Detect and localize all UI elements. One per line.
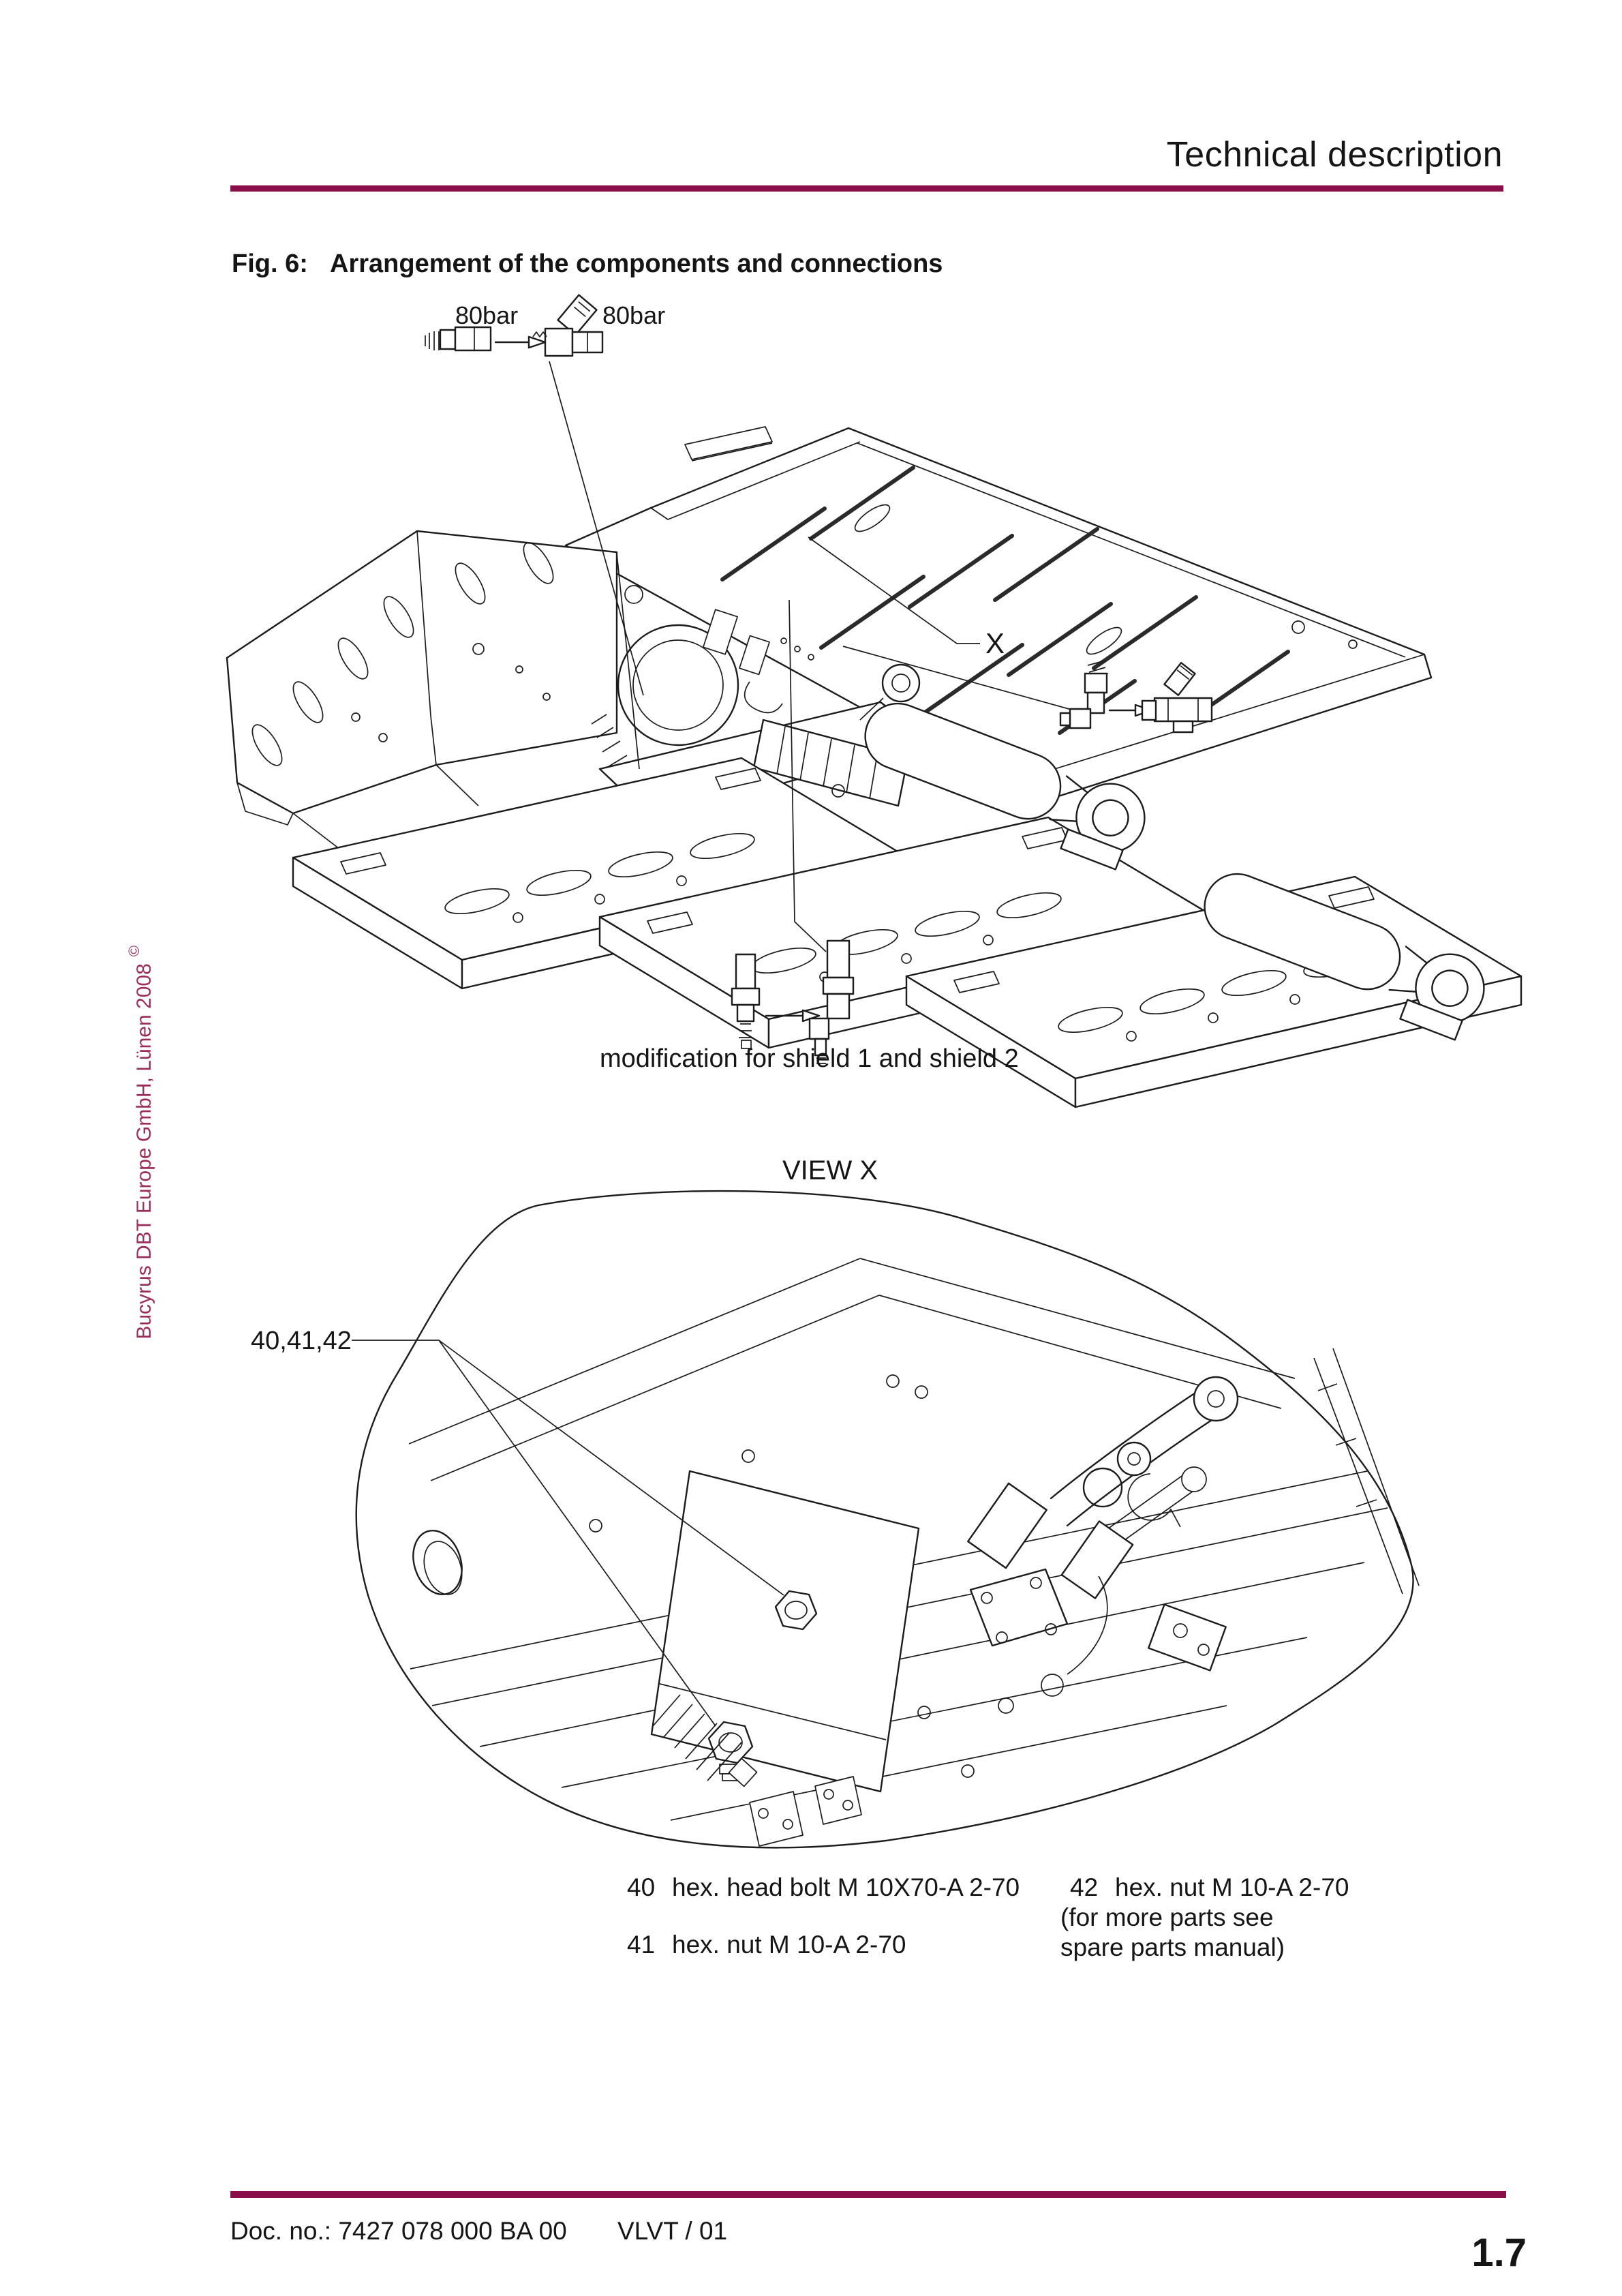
modification-note: modification for shield 1 and shield 2 [600,1044,1019,1073]
footer-doc-number: Doc. no.: 7427 078 000 BA 00 [230,2217,567,2245]
view-x-drawing [352,1190,1420,1849]
parts-note-line-1: (for more parts see [1060,1903,1274,1931]
parts-note-line-2: spare parts manual) [1060,1933,1285,1961]
fitting-elbow-bottom [808,939,855,1064]
side-plate [226,530,618,861]
part-number: 41 [627,1931,656,1959]
part-number: 42 [1070,1873,1099,1901]
main-assembly-drawing [226,294,1522,1108]
page-header-title: Technical description [1166,135,1503,175]
fitting-straight-top [425,326,492,352]
detail-marker-x: X [985,627,1005,659]
part-description: hex. head bolt M 10X70-A 2-70 [672,1873,1020,1901]
spring-coil [652,1694,758,1787]
replacement-arrow-top [494,335,547,349]
copyright-text: Bucyrus DBT Europe GmbH, Lünen 2008 [133,963,155,1340]
valve-assembly [749,1376,1239,1847]
mounting-plate [650,1470,920,1793]
header-rule [230,185,1503,192]
fitting-tee-right [1141,662,1213,734]
part-number: 40 [627,1873,656,1901]
figure-caption-text: Arrangement of the components and connec… [330,250,943,278]
figure-caption-label: Fig. 6: [232,250,308,278]
part-description: hex. nut M 10-A 2-70 [1115,1873,1349,1901]
fitting-elbow-top [532,294,604,357]
copyright-sidebar: Bucyrus DBT Europe GmbH, Lünen 2008 © [106,946,179,1362]
footer-page-number: 1.7 [1471,2231,1527,2275]
detail-blob-outline [355,1190,1414,1849]
leader-lines [549,361,1080,952]
footer-rule [230,2191,1506,2198]
fitting-elbow-right [1059,661,1109,729]
callout-leader-lines [352,1340,784,1727]
pressure-label-right: 80bar [602,301,666,329]
parts-callout: 40,41,42 [251,1327,352,1355]
hex-bolt-1 [774,1590,818,1631]
part-description: hex. nut M 10-A 2-70 [672,1931,906,1959]
copyright-symbol: © [125,946,142,957]
footer-doc-code: VLVT / 01 [617,2217,728,2245]
fitting-straight-bottom [731,953,761,1049]
pressure-label-left: 80bar [455,301,519,329]
view-x-title: VIEW X [782,1155,878,1185]
